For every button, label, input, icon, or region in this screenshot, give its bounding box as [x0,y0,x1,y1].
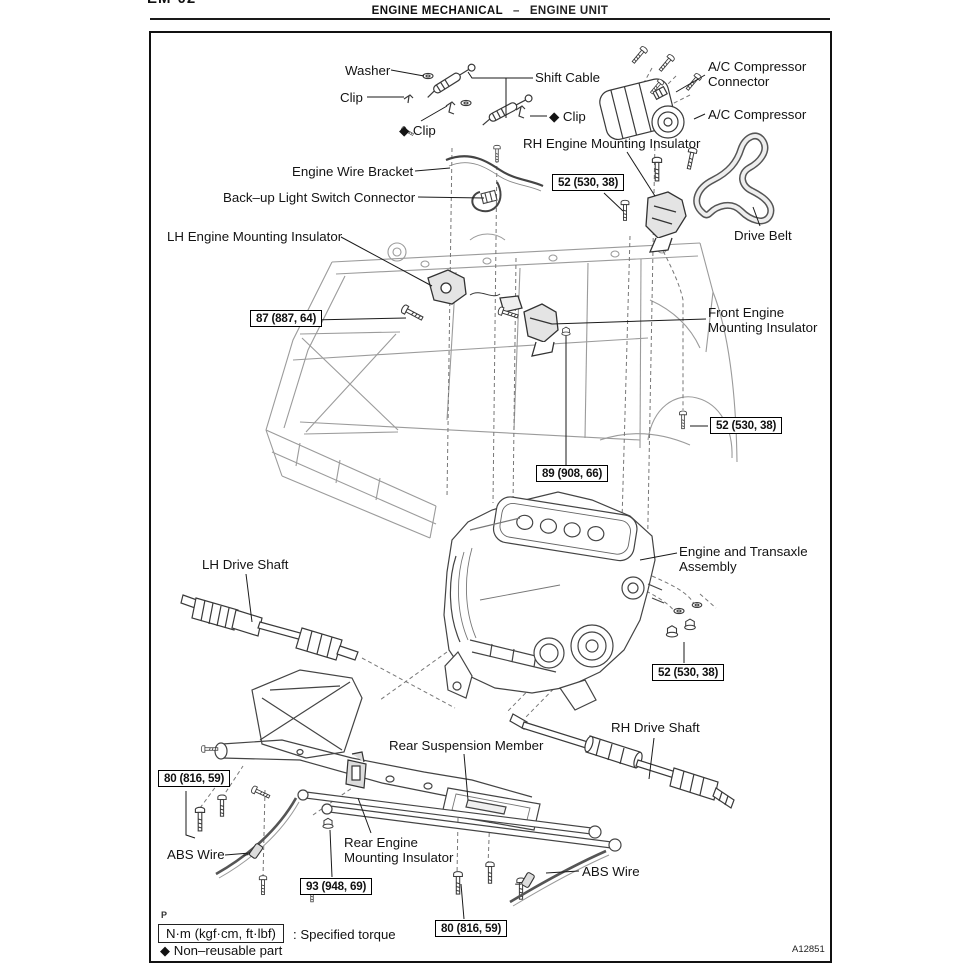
label-clip-nonreusable-2: ◆ Clip [549,109,586,124]
label-ac-compressor-connector: A/C Compressor Connector [708,59,807,90]
label-rh-drive-shaft: RH Drive Shaft [611,720,700,735]
figure-code: A12851 [792,944,825,955]
drive-belt-art [693,132,775,225]
label-shift-cable: Shift Cable [535,70,601,85]
torque-box-rear-mount: 93 (948, 69) [300,878,373,895]
label-backup-light-switch-connector: Back–up Light Switch Connector [223,190,416,205]
lh-drive-shaft-art [180,594,359,661]
legend-p-mark: P [161,910,168,920]
label-abs-wire-right: ABS Wire [582,864,640,879]
label-rear-suspension-member: Rear Suspension Member [389,738,544,753]
label-ac-compressor: A/C Compressor [708,107,807,122]
torque-box-member-rear: 80 (816, 59) [435,920,508,937]
legend-torque-unit-box: N·m (kgf·cm, ft·lbf) [158,924,284,943]
label-rh-engine-mounting-insulator: RH Engine Mounting Insulator [523,136,701,151]
shift-cable-art [400,63,533,138]
label-engine-and-transaxle-assembly: Engine and Transaxle Assembly [679,544,808,575]
label-washer: Washer [345,63,391,78]
label-engine-wire-bracket: Engine Wire Bracket [292,164,414,179]
label-drive-belt: Drive Belt [734,228,792,243]
label-rear-engine-mounting-insulator: Rear Engine Mounting Insulator [344,835,454,866]
abs-wire-left-art [215,797,300,879]
torque-box-body-side: 52 (530, 38) [710,417,783,434]
torque-box-member-front: 80 (816, 59) [158,770,231,787]
rh-drive-shaft-art [509,713,735,809]
engine-assembly-art [443,491,703,711]
label-lh-engine-mounting-insulator: LH Engine Mounting Insulator [167,229,343,244]
legend-nonreusable-note: ◆ Non–reusable part [160,943,283,958]
ac-compressor-art [599,45,703,140]
label-abs-wire-left: ABS Wire [167,847,225,862]
torque-box-engine-side: 52 (530, 38) [652,664,725,681]
page-header: ENGINE MECHANICAL–ENGINE UNIT [150,5,830,17]
label-front-engine-mounting-insulator: Front Engine Mounting Insulator [708,305,818,336]
front-mount-art [496,303,571,357]
car-body-art [265,233,738,539]
header-subsection: ENGINE UNIT [529,5,609,17]
header-section: ENGINE MECHANICAL [371,5,504,17]
lh-mount-art [399,269,523,324]
rh-mount-art [620,146,698,253]
header-separator: – [513,5,520,17]
label-clip-nonreusable-1: ◆ Clip [399,123,436,138]
leader-lines [185,69,761,920]
label-lh-drive-shaft: LH Drive Shaft [202,557,289,572]
torque-box-lh-mount: 87 (887, 64) [250,310,323,327]
legend-torque-caption: : Specified torque [293,927,396,942]
rear-suspension-member-art [194,410,687,903]
torque-box-front-mount: 89 (908, 66) [536,465,609,482]
rear-mount-clamp-art [345,751,367,789]
engine-wire-bracket-art [445,144,544,213]
page-ref-clipped: EM-02 [147,0,217,7]
label-clip: Clip [340,90,363,105]
abs-wire-right-art [509,849,610,907]
header-rule [150,18,830,20]
torque-box-rh-mount: 52 (530, 38) [552,174,625,191]
